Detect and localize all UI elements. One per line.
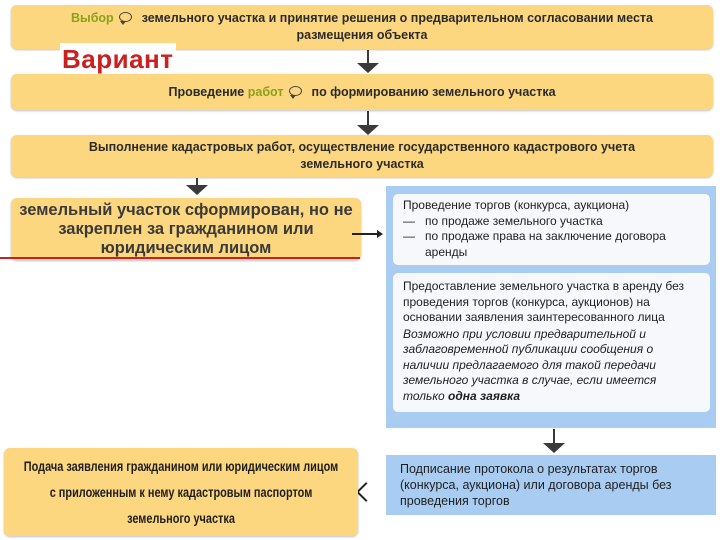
lease-box: Предоставление земельного участка в арен… (393, 273, 710, 412)
auction-item-lease: по продаже права на заключение договора … (425, 229, 666, 259)
step2-keyword: работ (247, 85, 284, 99)
protocol-text: Подписание протокола о результатах торго… (400, 462, 672, 508)
step-select-land-plot: Выбор земельного участка и принятие решен… (11, 5, 713, 49)
auction-title: Проведение торгов (конкурса, аукциона) (403, 198, 630, 212)
lease-note-text: Возможно при условии предварительной и з… (403, 326, 657, 403)
step2-prefix: Проведение (168, 85, 245, 99)
arrow-right-head (377, 230, 383, 238)
lease-note-bold: одна заявка (448, 388, 521, 403)
lease-text: Предоставление земельного участка в арен… (403, 279, 685, 324)
comment-bubble-icon (118, 11, 132, 25)
arrow-down-3 (186, 178, 208, 195)
arrow-left-head (356, 482, 376, 502)
arrow-down-1 (357, 50, 379, 73)
arrow-down-2 (357, 111, 379, 135)
overlay-label-variant: Вариант (60, 43, 176, 75)
dash-bullet: — (403, 229, 415, 243)
land-plot-status-box: земельный участок сформирован, но не зак… (11, 198, 361, 260)
land-plot-status-text: земельный участок сформирован, но не зак… (19, 200, 353, 257)
step-cadastral-works: Выполнение кадастровых работ, осуществле… (11, 135, 713, 177)
protocol-box: Подписание протокола о результатах торго… (386, 455, 716, 515)
step-land-formation-works: Проведение работ по формированию земельно… (11, 74, 713, 110)
arrow-right-to-auction (352, 233, 379, 235)
application-text: Подача заявления гражданином или юридиче… (23, 458, 339, 526)
auction-item-sale: по продаже земельного участка (425, 213, 603, 228)
lease-note: Возможно при условии предварительной и з… (403, 327, 700, 405)
application-submission-box: Подача заявления гражданином или юридиче… (4, 448, 358, 536)
step3-text: Выполнение кадастровых работ, осуществле… (88, 140, 636, 171)
arrow-down-4 (543, 429, 565, 453)
auction-box: Проведение торгов (конкурса, аукциона) —… (393, 194, 710, 265)
comment-bubble-icon (288, 85, 302, 99)
step1-text: земельного участка и принятие решения о … (141, 11, 653, 42)
step2-text: по формированию земельного участка (311, 85, 556, 99)
dash-bullet: — (403, 213, 415, 228)
step1-keyword: Выбор (71, 11, 114, 25)
red-divider-line (0, 257, 360, 259)
